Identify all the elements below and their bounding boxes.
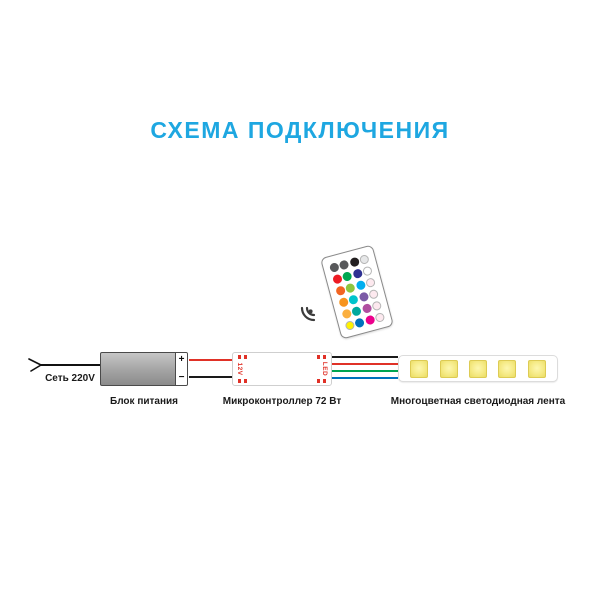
remote-button xyxy=(361,302,373,314)
controller: 12V LED xyxy=(232,352,332,386)
remote-button xyxy=(347,293,359,305)
led-strip xyxy=(398,355,558,382)
led-strip-label: Многоцветная светодиодная лента xyxy=(390,396,566,407)
led-chip xyxy=(439,359,458,378)
remote-button xyxy=(358,290,370,302)
terminal-screw xyxy=(244,355,247,359)
terminal-screw xyxy=(323,355,326,359)
remote-button xyxy=(334,284,346,296)
remote-button xyxy=(368,288,380,300)
controller-port-12v: 12V xyxy=(236,362,243,376)
wire xyxy=(189,376,232,378)
wire xyxy=(332,370,398,372)
remote-button xyxy=(355,279,367,291)
remote-button xyxy=(362,265,374,277)
remote-button xyxy=(351,305,363,317)
remote-button xyxy=(371,299,383,311)
led-chip xyxy=(498,359,517,378)
terminal-screw xyxy=(238,355,241,359)
led-chip xyxy=(527,359,546,378)
remote-button xyxy=(354,316,366,328)
power-supply-label: Блок питания xyxy=(110,396,178,407)
terminal-screw xyxy=(317,379,320,383)
minus-mark: − xyxy=(178,372,185,383)
remote-button xyxy=(344,319,356,331)
remote-button xyxy=(364,314,376,326)
wire-end xyxy=(28,358,42,372)
controller-label: Микроконтроллер 72 Вт xyxy=(222,396,342,407)
led-chip xyxy=(410,359,429,378)
power-wires xyxy=(189,352,232,386)
remote-button xyxy=(338,258,350,270)
wire xyxy=(189,359,232,361)
power-supply: + − xyxy=(100,352,188,386)
remote-button xyxy=(337,296,349,308)
terminal-screw xyxy=(317,355,320,359)
remote-button xyxy=(341,270,353,282)
wire xyxy=(332,363,398,365)
remote-button xyxy=(340,307,352,319)
ir-remote xyxy=(320,244,394,340)
remote-buttons xyxy=(327,252,386,332)
signal-wires xyxy=(332,354,398,384)
remote-button xyxy=(348,256,360,268)
remote-button xyxy=(331,273,343,285)
remote-button xyxy=(374,311,386,323)
controller-port-led: LED xyxy=(321,361,328,377)
remote-button xyxy=(351,267,363,279)
remote-button xyxy=(358,253,370,265)
page-title: СХЕМА ПОДКЛЮЧЕНИЯ xyxy=(150,117,450,143)
wireless-signal-icon xyxy=(300,306,316,322)
remote-button xyxy=(344,282,356,294)
terminal-screw xyxy=(323,379,326,383)
wire xyxy=(332,356,398,358)
terminal-screw xyxy=(238,379,241,383)
remote-button xyxy=(328,261,340,273)
led-chip xyxy=(468,359,487,378)
wire xyxy=(332,377,398,379)
mains-wire xyxy=(40,364,102,366)
remote-button xyxy=(365,276,377,288)
mains-label: Сеть 220V xyxy=(45,373,95,384)
psu-terminal: + − xyxy=(175,353,187,385)
plus-mark: + xyxy=(178,354,185,365)
terminal-screw xyxy=(244,379,247,383)
